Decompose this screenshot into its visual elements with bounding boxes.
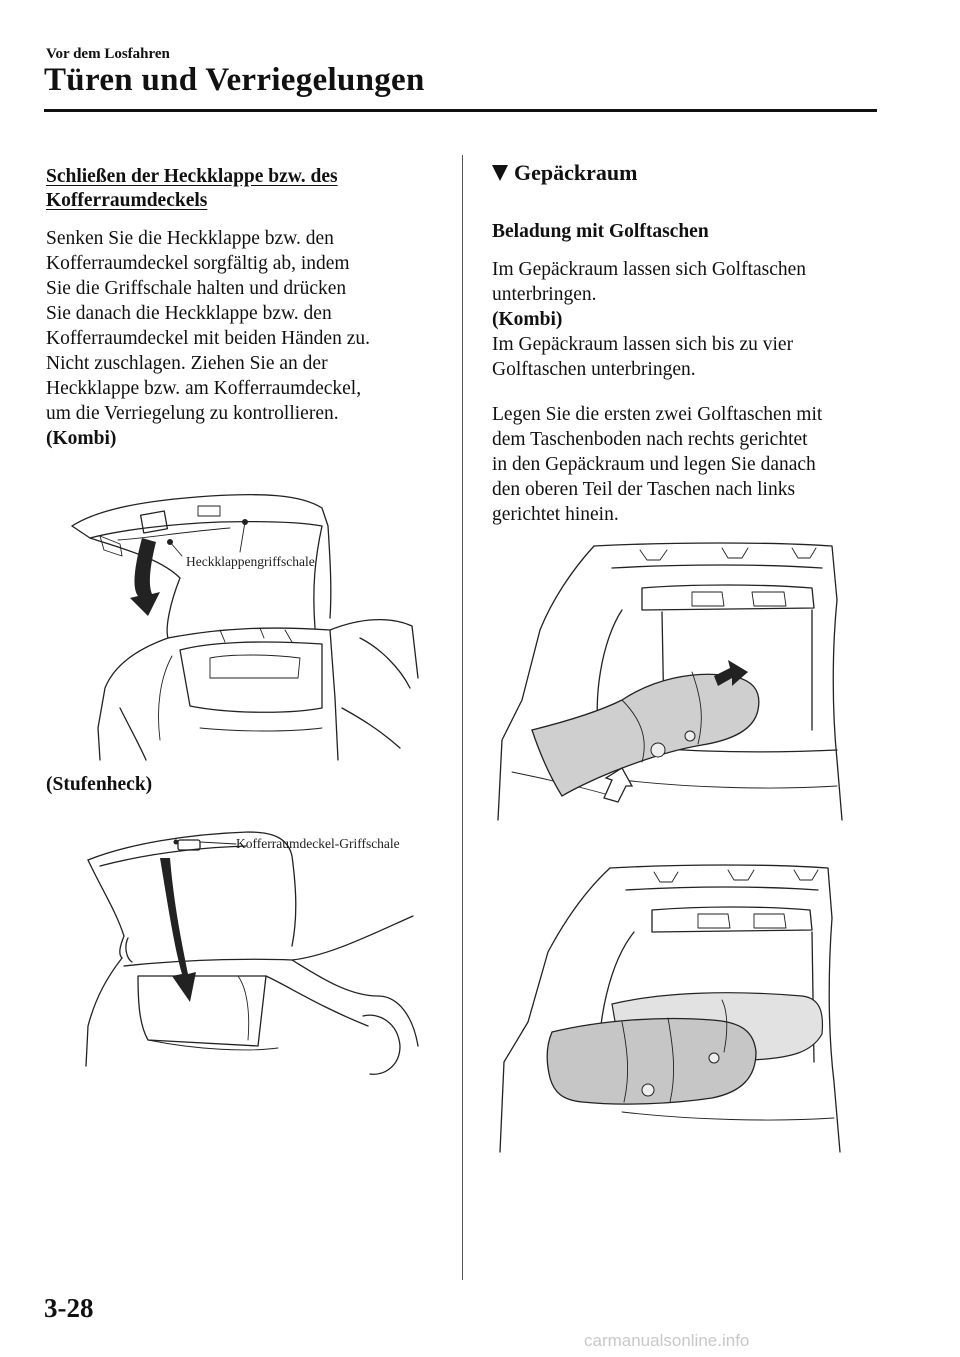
text-line: den oberen Teil der Taschen nach links bbox=[492, 479, 796, 500]
text-line: Im Gepäckraum lassen sich Golftaschen bbox=[492, 259, 807, 280]
text-line: in den Gepäckraum und legen Sie danach bbox=[492, 454, 816, 475]
left-body: Senken Sie die Heckklappe bzw. den Koffe… bbox=[46, 226, 370, 426]
figure-hatchback-tailgate: Heckklappengriffschale bbox=[71, 493, 419, 761]
text-line: Legen Sie die ersten zwei Golftaschen mi… bbox=[492, 404, 823, 425]
left-stufenheck-label: (Stufenheck) bbox=[46, 774, 153, 795]
text-line: dem Taschenboden nach rechts gerichtet bbox=[492, 429, 808, 450]
chapter-title: Türen und Verriegelungen bbox=[44, 62, 425, 98]
figure-golf-bags-step2 bbox=[499, 864, 841, 1153]
text-line: um die Verriegelung zu kontrollieren. bbox=[46, 403, 339, 424]
text-line: Sie die Griffschale halten und drücken bbox=[46, 278, 347, 299]
text-line: unterbringen. bbox=[492, 284, 597, 305]
spacer bbox=[492, 382, 822, 402]
section-label: Vor dem Losfahren bbox=[46, 46, 170, 62]
text-line: Kofferraumdeckel mit beiden Händen zu. bbox=[46, 328, 370, 349]
kombi-label: (Kombi) bbox=[492, 309, 563, 330]
subheading: Beladung mit Golftaschen bbox=[492, 221, 709, 242]
triangle-icon bbox=[492, 165, 508, 181]
text-line: Heckklappe bzw. am Kofferraumdeckel, bbox=[46, 378, 362, 399]
text-line: Senken Sie die Heckklappe bzw. den bbox=[46, 228, 334, 249]
fig2-label: Kofferraumdeckel-Griffschale bbox=[236, 836, 400, 851]
right-body: Im Gepäckraum lassen sich Golftaschen un… bbox=[492, 257, 822, 527]
section-heading: Gepäckraum bbox=[492, 160, 637, 186]
text-line: gerichtet hinein. bbox=[492, 504, 619, 525]
figure-sedan-trunk: Kofferraumdeckel-Griffschale bbox=[85, 831, 419, 1075]
text-line: Sie danach die Heckklappe bzw. den bbox=[46, 303, 332, 324]
text-line: Kofferraumdeckel sorgfältig ab, indem bbox=[46, 253, 350, 274]
column-divider bbox=[462, 155, 463, 1280]
left-kombi-label: (Kombi) bbox=[46, 428, 117, 449]
text-line: Im Gepäckraum lassen sich bis zu vier bbox=[492, 334, 794, 355]
page-number: 3-28 bbox=[44, 1293, 94, 1323]
header-rule bbox=[44, 109, 877, 112]
watermark: carmanualsonline.info bbox=[584, 1331, 750, 1350]
fig1-label: Heckklappengriffschale bbox=[186, 554, 315, 569]
text-line: Nicht zuschlagen. Ziehen Sie an der bbox=[46, 353, 328, 374]
figure-golf-bags-step1 bbox=[497, 542, 843, 821]
left-heading-line1: Schließen der Heckklappe bzw. des bbox=[46, 166, 338, 187]
text-line: Golftaschen unterbringen. bbox=[492, 359, 696, 380]
left-heading-line2: Kofferraumdeckels bbox=[46, 190, 208, 211]
section-heading-text: Gepäckraum bbox=[514, 160, 638, 185]
